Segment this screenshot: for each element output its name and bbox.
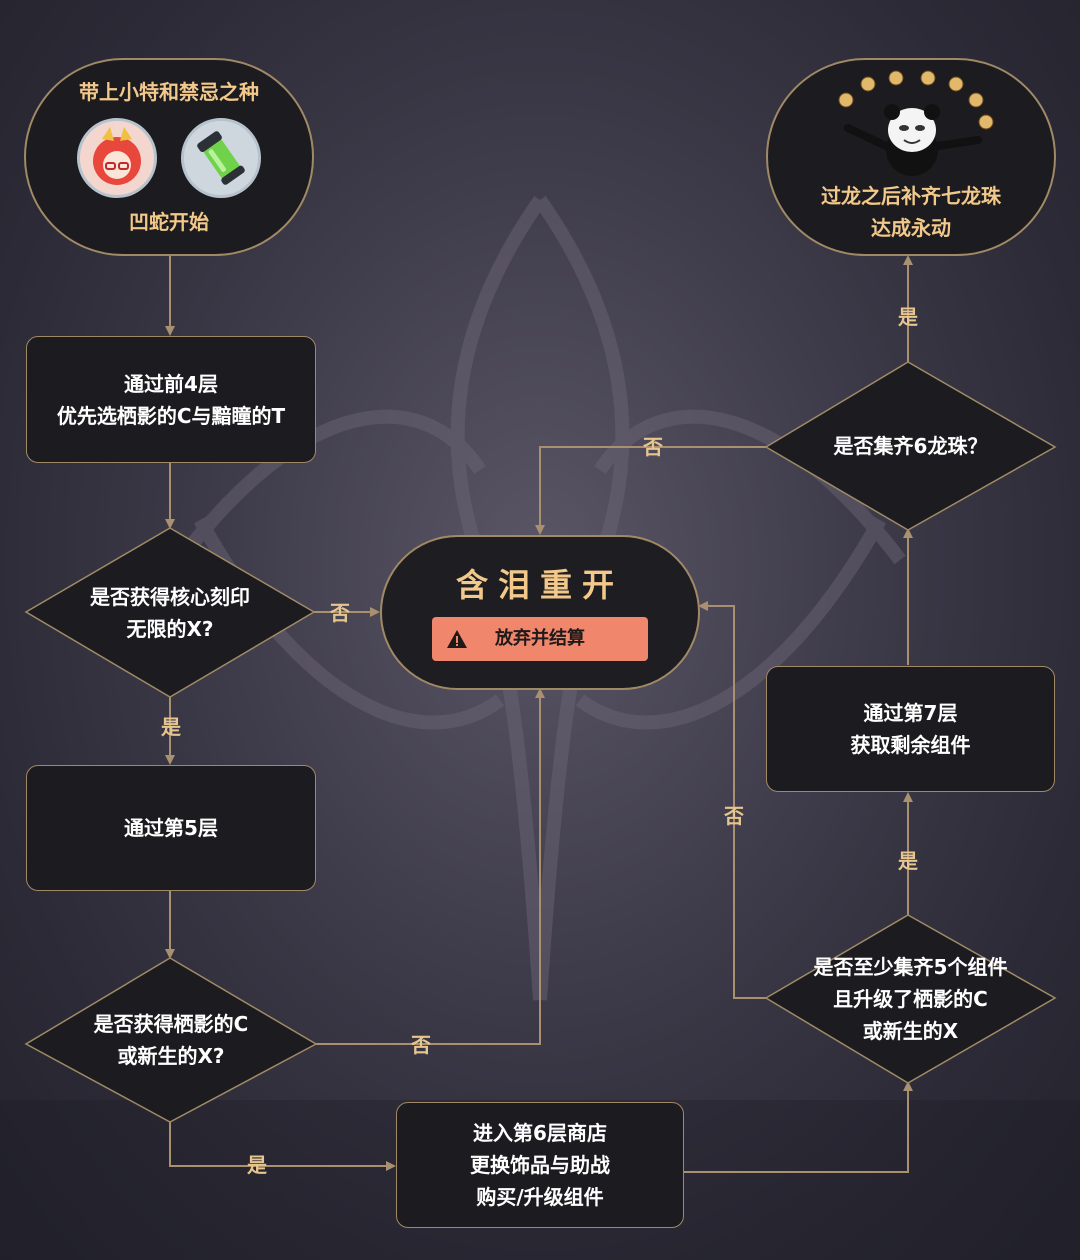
restart-node: 含泪重开 放弃并结算	[380, 535, 700, 690]
decision-shadow: 是否获得栖影的C 或新生的X?	[26, 958, 316, 1122]
decision-shadow-line1: 是否获得栖影的C	[93, 1012, 249, 1036]
step-floor7: 通过第7层 获取剩余组件	[766, 666, 1055, 792]
start-node: 带上小特和禁忌之种 凹蛇开始	[24, 58, 314, 256]
abandon-button-label: 放弃并结算	[495, 627, 585, 649]
step-floor5-line1: 通过第5层	[124, 816, 218, 840]
label-core-no: 否	[330, 601, 350, 625]
restart-title: 含泪重开	[455, 565, 624, 604]
decision-core-line2: 无限的X?	[126, 616, 214, 641]
step-floor7-line2: 获取剩余组件	[850, 733, 971, 757]
goal-line1: 过龙之后补齐七龙珠	[821, 184, 1001, 208]
label-orbs-no: 否	[643, 435, 663, 459]
label-components-yes: 是	[898, 849, 918, 873]
step-shop: 进入第6层商店 更换饰品与助战 购买/升级组件	[396, 1102, 684, 1228]
abandon-button[interactable]: 放弃并结算	[432, 616, 648, 661]
dragon-orb-icon	[838, 70, 994, 130]
goal-line2: 达成永动	[871, 216, 951, 240]
step-shop-line2: 更换饰品与助战	[470, 1153, 610, 1177]
step-floor7-line1: 通过第7层	[863, 701, 958, 725]
start-icons	[77, 118, 261, 198]
goal-node: 过龙之后补齐七龙珠 达成永动	[766, 58, 1056, 256]
label-orbs-yes: 是	[898, 305, 918, 329]
step-shop-line1: 进入第6层商店	[473, 1121, 607, 1145]
warning-icon	[446, 628, 468, 650]
step-floor4-line2: 优先选栖影的C与黯瞳的T	[56, 403, 286, 428]
step-floor4-line1: 通过前4层	[124, 371, 218, 396]
decision-core: 是否获得核心刻印 无限的X?	[26, 528, 314, 697]
character-avatar-icon	[77, 118, 157, 198]
decision-orbs: 是否集齐6龙珠？	[766, 362, 1055, 530]
label-shadow-yes: 是	[247, 1153, 267, 1177]
decision-components-line2: 且升级了栖影的C	[833, 987, 988, 1011]
step-shop-line3: 购买/升级组件	[476, 1185, 604, 1209]
decision-core-line1: 是否获得核心刻印	[90, 584, 250, 609]
start-subtitle: 凹蛇开始	[129, 210, 209, 234]
goal-illustration	[828, 70, 998, 180]
label-core-yes: 是	[161, 715, 181, 739]
decision-components: 是否至少集齐5个组件 且升级了栖影的C 或新生的X	[766, 915, 1055, 1083]
panda-meme-icon	[844, 104, 982, 176]
green-capsule-icon	[181, 118, 261, 198]
decision-components-line3: 或新生的X	[862, 1019, 959, 1043]
start-title: 带上小特和禁忌之种	[79, 80, 259, 104]
step-floor5: 通过第5层	[26, 765, 316, 891]
label-shadow-no: 否	[411, 1033, 431, 1057]
decision-components-line1: 是否至少集齐5个组件	[813, 955, 1008, 979]
step-floor4: 通过前4层 优先选栖影的C与黯瞳的T	[26, 336, 316, 463]
decision-shadow-line2: 或新生的X?	[117, 1044, 225, 1068]
label-components-no: 否	[724, 804, 744, 828]
decision-orbs-line1: 是否集齐6龙珠？	[833, 434, 988, 458]
